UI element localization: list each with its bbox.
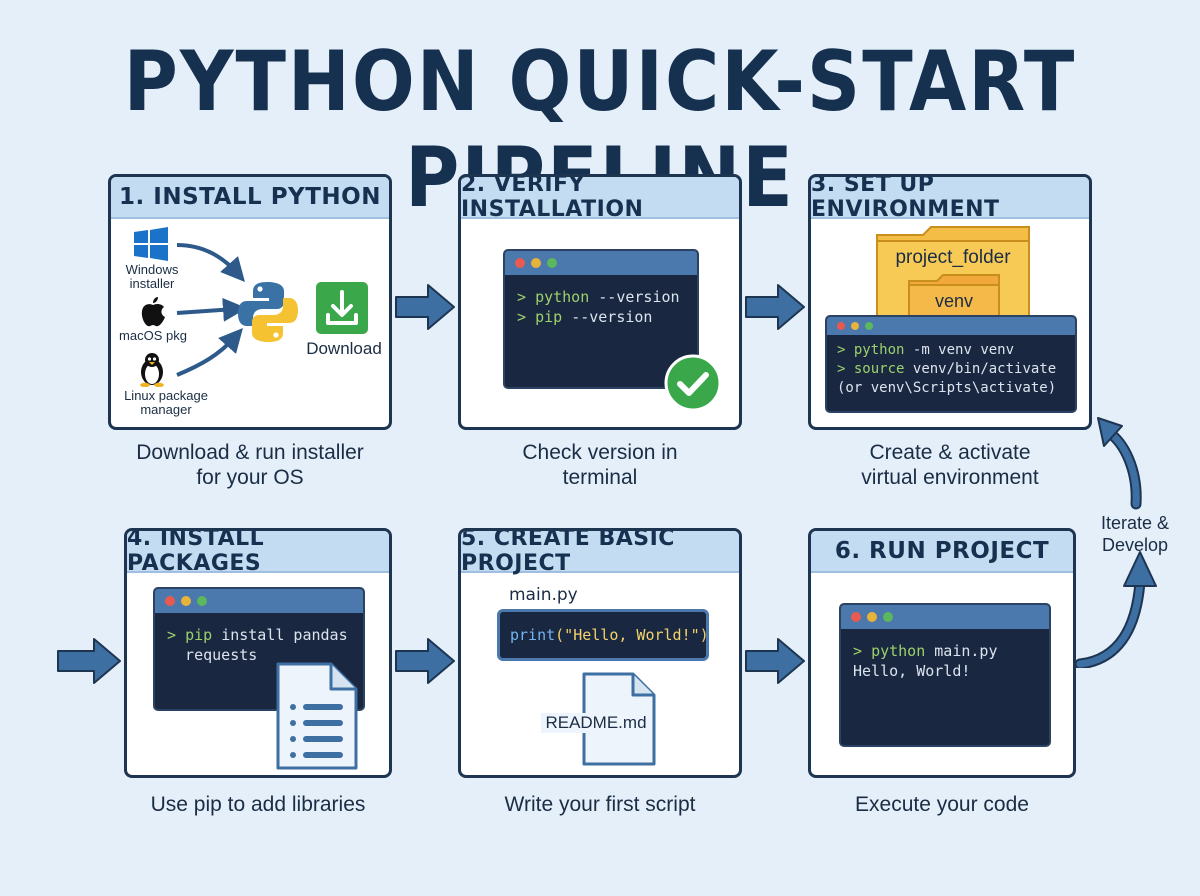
step-card-create-basic-project: 5. CREATE BASIC PROJECT main.py print("H… (458, 528, 742, 778)
windows-icon (134, 227, 168, 261)
download-icon (316, 282, 368, 334)
linux-package-manager-label: Linux package manager (124, 388, 208, 417)
flow-arrow-icon (395, 284, 455, 330)
project-folder-label: project_folder (895, 247, 1011, 268)
terminal-window: > python --version> pip --version (503, 249, 699, 389)
close-dot-icon (515, 258, 525, 268)
maximize-dot-icon (547, 258, 557, 268)
step-card-install-python: 1. INSTALL PYTHON Windows installer macO… (108, 174, 392, 430)
code-snippet: print("Hello, World!") (497, 609, 709, 661)
step-card-verify-installation: 2. VERIFY INSTALLATION > python --versio… (458, 174, 742, 430)
windows-installer-label: Windows installer (125, 262, 179, 291)
step-heading: 3. SET UP ENVIRONMENT (811, 177, 1089, 222)
step-heading: 4. INSTALL PACKAGES (127, 531, 389, 576)
flow-arrow-icon (745, 284, 805, 330)
step-card-set-up-environment: 3. SET UP ENVIRONMENT project_folder ven… (808, 174, 1092, 430)
folder-icon (908, 274, 1000, 320)
step-caption-1: Download & run installer for your OS (136, 441, 364, 489)
maximize-dot-icon (883, 612, 893, 622)
step-caption-3: Create & activate virtual environment (861, 441, 1039, 489)
macos-pkg-label: macOS pkg (119, 328, 187, 343)
terminal-output: > python -m venv venv> source venv/bin/a… (837, 342, 1057, 396)
iterate-develop-label: Iterate & Develop (1100, 513, 1170, 555)
apple-icon (141, 297, 165, 327)
maximize-dot-icon (197, 596, 207, 606)
check-circle-icon (664, 354, 722, 412)
download-label: Download (306, 339, 382, 358)
terminal-window: > pip install pandas requests (153, 587, 365, 711)
step-heading: 5. CREATE BASIC PROJECT (461, 531, 739, 576)
step-heading: 6. RUN PROJECT (811, 531, 1073, 573)
close-dot-icon (837, 322, 845, 330)
close-dot-icon (165, 596, 175, 606)
os-to-python-arrows (176, 243, 247, 377)
step-caption-2: Check version in terminal (522, 441, 678, 489)
step-heading: 2. VERIFY INSTALLATION (461, 177, 739, 222)
minimize-dot-icon (851, 322, 859, 330)
step-caption-4: Use pip to add libraries (150, 793, 366, 816)
minimize-dot-icon (531, 258, 541, 268)
venv-folder-label: venv (934, 291, 974, 311)
maximize-dot-icon (865, 322, 873, 330)
step-caption-6: Execute your code (855, 793, 1029, 816)
terminal-titlebar (841, 605, 1049, 629)
main-py-label: main.py (509, 585, 578, 605)
minimize-dot-icon (867, 612, 877, 622)
terminal-titlebar (155, 589, 363, 613)
flow-arrow-icon (745, 638, 805, 684)
loop-arrow-icon (1076, 417, 1157, 668)
document-icon (276, 662, 358, 770)
step-caption-5: Write your first script (504, 793, 696, 816)
terminal-titlebar (505, 251, 697, 275)
terminal-window: > python -m venv venv> source venv/bin/a… (825, 315, 1077, 413)
linux-penguin-icon (140, 353, 164, 387)
step-heading: 1. INSTALL PYTHON (111, 177, 389, 219)
python-logo-icon (238, 282, 298, 342)
minimize-dot-icon (181, 596, 191, 606)
flow-arrow-icon (395, 638, 455, 684)
terminal-output: > pip install pandas requests (167, 626, 348, 664)
terminal-output: > python --version> pip --version (517, 288, 680, 326)
flow-arrow-icon (57, 638, 121, 684)
readme-label: README.md (541, 713, 651, 733)
terminal-titlebar (827, 317, 1075, 335)
step-card-install-packages: 4. INSTALL PACKAGES > pip install pandas… (124, 528, 392, 778)
close-dot-icon (851, 612, 861, 622)
